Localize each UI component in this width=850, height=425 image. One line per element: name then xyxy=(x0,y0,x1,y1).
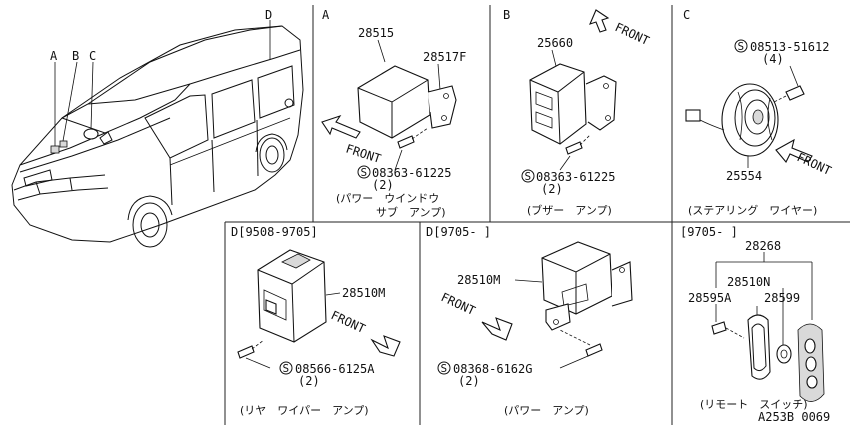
vehicle-illustration xyxy=(11,20,304,248)
panel-a: A 28515 28517F FRONT S 08363-61225 (2) (… xyxy=(321,8,466,219)
part-label-28510n: 28510N xyxy=(727,275,770,289)
panel-d1: D[9508-9705] 28510M FRONT S 08566-6125A … xyxy=(231,225,401,417)
part-label-28517f: 28517F xyxy=(423,50,466,64)
panel-remote-label: [9705- ] xyxy=(680,225,738,239)
panel-remote: [9705- ] 28268 28510N 28595A 28599 (リモート… xyxy=(680,225,830,424)
caption-c: (ステアリング ワイヤー) xyxy=(688,203,817,217)
part-label-28510m-d2: 28510M xyxy=(457,273,500,287)
screw-qty-c: (4) xyxy=(762,52,784,66)
front-label-d1: FRONT xyxy=(329,308,368,336)
screw-symbol-a: S xyxy=(361,166,368,179)
panel-d2-label: D[9705- ] xyxy=(426,225,491,239)
panel-b-label: B xyxy=(503,8,510,22)
panel-d2: D[9705- ] 28510M FRONT S 08368-6162G (2)… xyxy=(426,225,633,417)
front-label-d2: FRONT xyxy=(439,290,478,318)
panel-c-label: C xyxy=(683,8,690,22)
part-label-28595a: 28595A xyxy=(688,291,732,305)
vehicle-callout-a: A xyxy=(50,49,58,63)
part-label-25660: 25660 xyxy=(537,36,573,50)
vehicle-callout-b: B xyxy=(72,49,79,63)
screw-symbol-d2: S xyxy=(441,362,448,375)
screw-code-b: 08363-61225 xyxy=(536,170,615,184)
caption-remote: (リモート スイッチ) xyxy=(700,398,808,411)
front-label-a: FRONT xyxy=(344,142,383,166)
panel-d1-label: D[9508-9705] xyxy=(231,225,318,239)
part-label-28515: 28515 xyxy=(358,26,394,40)
screw-symbol-c: S xyxy=(738,40,745,53)
caption-b: (ブザー アンプ) xyxy=(527,203,612,217)
caption-a-line2: サブ アンプ) xyxy=(376,205,446,219)
vehicle-callout-c: C xyxy=(89,49,96,63)
screw-code-d1: 08566-6125A xyxy=(295,362,375,376)
part-label-28510m-d1: 28510M xyxy=(342,286,385,300)
screw-qty-a: (2) xyxy=(372,178,394,192)
part-label-25554: 25554 xyxy=(726,169,762,183)
caption-d2: (パワー アンプ) xyxy=(504,404,589,417)
panel-b: B FRONT 25660 S 08363-61225 (2) (ブザー アンプ… xyxy=(503,8,651,217)
screw-code-a: 08363-61225 xyxy=(372,166,451,180)
reference-code: A253B 0069 xyxy=(758,410,830,424)
part-label-28268: 28268 xyxy=(745,239,781,253)
screw-qty-d1: (2) xyxy=(298,374,320,388)
front-label-c: FRONT xyxy=(795,150,834,178)
vehicle-callout-d: D xyxy=(265,8,272,22)
screw-code-d2: 08368-6162G xyxy=(453,362,532,376)
panel-a-label: A xyxy=(322,8,330,22)
caption-d1: (リヤ ワイパー アンプ) xyxy=(240,404,369,417)
screw-symbol-d1: S xyxy=(283,362,290,375)
caption-a-line1: (パワー ウインドウ xyxy=(336,192,439,205)
panel-frames xyxy=(224,5,850,425)
front-label-b: FRONT xyxy=(613,20,652,48)
panel-c: C S 08513-51612 (4) FRONT 25554 (ステアリング … xyxy=(683,8,833,217)
screw-qty-b: (2) xyxy=(541,182,563,196)
part-label-28599: 28599 xyxy=(764,291,800,305)
screw-qty-d2: (2) xyxy=(458,374,480,388)
screw-code-c: 08513-51612 xyxy=(750,40,829,54)
screw-symbol-b: S xyxy=(525,170,532,183)
